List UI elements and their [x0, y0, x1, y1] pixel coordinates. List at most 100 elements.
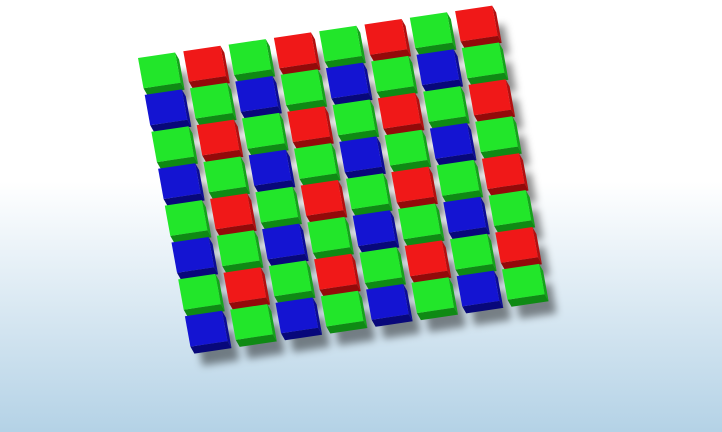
- blue-filter-tile: [249, 150, 296, 193]
- green-filter-tile: [307, 217, 354, 260]
- tile-top-face: [462, 43, 505, 79]
- green-filter-tile: [178, 274, 225, 317]
- green-filter-tile: [321, 291, 368, 334]
- tile-top-face: [190, 83, 233, 119]
- tile-top-face: [165, 200, 208, 236]
- blue-filter-tile: [326, 63, 373, 106]
- red-filter-tile: [314, 254, 361, 297]
- tile-top-face: [242, 113, 285, 149]
- red-filter-tile: [391, 167, 438, 210]
- tile-top-face: [469, 79, 512, 115]
- green-filter-tile: [319, 26, 366, 69]
- tile-top-face: [210, 193, 253, 229]
- tile-top-face: [482, 153, 525, 189]
- tile-top-face: [365, 19, 408, 55]
- tile-top-face: [276, 297, 319, 333]
- tile-top-face: [203, 157, 246, 193]
- blue-filter-tile: [158, 163, 205, 206]
- tile-top-face: [410, 12, 453, 48]
- tile-top-face: [235, 76, 278, 112]
- tile-top-face: [230, 304, 273, 340]
- tile-top-face: [249, 150, 292, 186]
- blue-filter-tile: [366, 284, 413, 327]
- green-filter-tile: [346, 173, 393, 216]
- tile-top-face: [307, 217, 350, 253]
- green-filter-tile: [230, 304, 277, 347]
- tile-top-face: [326, 63, 369, 99]
- red-filter-tile: [482, 153, 529, 196]
- red-filter-tile: [301, 180, 348, 223]
- blue-filter-tile: [235, 76, 282, 119]
- tile-top-face: [437, 160, 480, 196]
- red-filter-tile: [469, 79, 516, 122]
- tile-top-face: [158, 163, 201, 199]
- tile-top-face: [359, 247, 402, 283]
- blue-filter-tile: [417, 49, 464, 92]
- tile-top-face: [339, 136, 382, 172]
- red-filter-tile: [224, 267, 271, 310]
- red-filter-tile: [183, 46, 230, 89]
- tile-top-face: [455, 6, 498, 42]
- green-filter-tile: [294, 143, 341, 186]
- blue-filter-tile: [430, 123, 477, 166]
- blue-filter-tile: [339, 136, 386, 179]
- tile-top-face: [314, 254, 357, 290]
- green-filter-tile: [333, 100, 380, 143]
- blue-filter-tile: [276, 297, 323, 340]
- green-filter-tile: [385, 130, 432, 173]
- tile-top-face: [197, 120, 240, 156]
- tile-top-face: [417, 49, 460, 85]
- tile-top-face: [229, 39, 272, 75]
- blue-filter-tile: [262, 224, 309, 267]
- tile-top-face: [224, 267, 267, 303]
- green-filter-tile: [410, 12, 457, 55]
- tile-top-face: [183, 46, 226, 82]
- tile-top-face: [294, 143, 337, 179]
- tile-top-face: [138, 53, 181, 89]
- blue-filter-tile: [145, 89, 192, 132]
- tile-top-face: [145, 89, 188, 125]
- green-filter-tile: [281, 69, 328, 112]
- green-filter-tile: [138, 53, 185, 96]
- red-filter-tile: [210, 193, 257, 236]
- tile-top-face: [405, 240, 448, 276]
- green-filter-tile: [229, 39, 276, 82]
- tile-top-face: [489, 190, 532, 226]
- tile-top-face: [391, 167, 434, 203]
- tile-top-face: [475, 116, 518, 152]
- tile-top-face: [319, 26, 362, 62]
- tile-top-face: [269, 261, 312, 297]
- blue-filter-tile: [185, 311, 232, 354]
- green-filter-tile: [398, 204, 445, 247]
- tile-top-face: [262, 224, 305, 260]
- tile-top-face: [450, 234, 493, 270]
- red-filter-tile: [197, 120, 244, 163]
- tile-top-face: [151, 126, 194, 162]
- tile-top-face: [178, 274, 221, 310]
- tile-top-face: [378, 93, 421, 129]
- tile-top-face: [346, 173, 389, 209]
- green-filter-tile: [489, 190, 536, 233]
- tile-top-face: [287, 106, 330, 142]
- red-filter-tile: [455, 6, 502, 49]
- red-filter-tile: [405, 240, 452, 283]
- tile-top-face: [274, 32, 317, 68]
- green-filter-tile: [475, 116, 522, 159]
- green-filter-tile: [359, 247, 406, 290]
- green-filter-tile: [151, 126, 198, 169]
- green-filter-tile: [203, 157, 250, 200]
- tile-top-face: [185, 311, 228, 347]
- tile-top-face: [301, 180, 344, 216]
- green-filter-tile: [437, 160, 484, 203]
- blue-filter-tile: [457, 271, 504, 314]
- tile-top-face: [411, 277, 454, 313]
- tile-top-face: [385, 130, 428, 166]
- tile-top-face: [353, 210, 396, 246]
- blue-filter-tile: [172, 237, 219, 280]
- tile-top-face: [217, 230, 260, 266]
- green-filter-tile: [190, 83, 237, 126]
- tile-top-face: [398, 204, 441, 240]
- green-filter-tile: [242, 113, 289, 156]
- green-filter-tile: [450, 234, 497, 277]
